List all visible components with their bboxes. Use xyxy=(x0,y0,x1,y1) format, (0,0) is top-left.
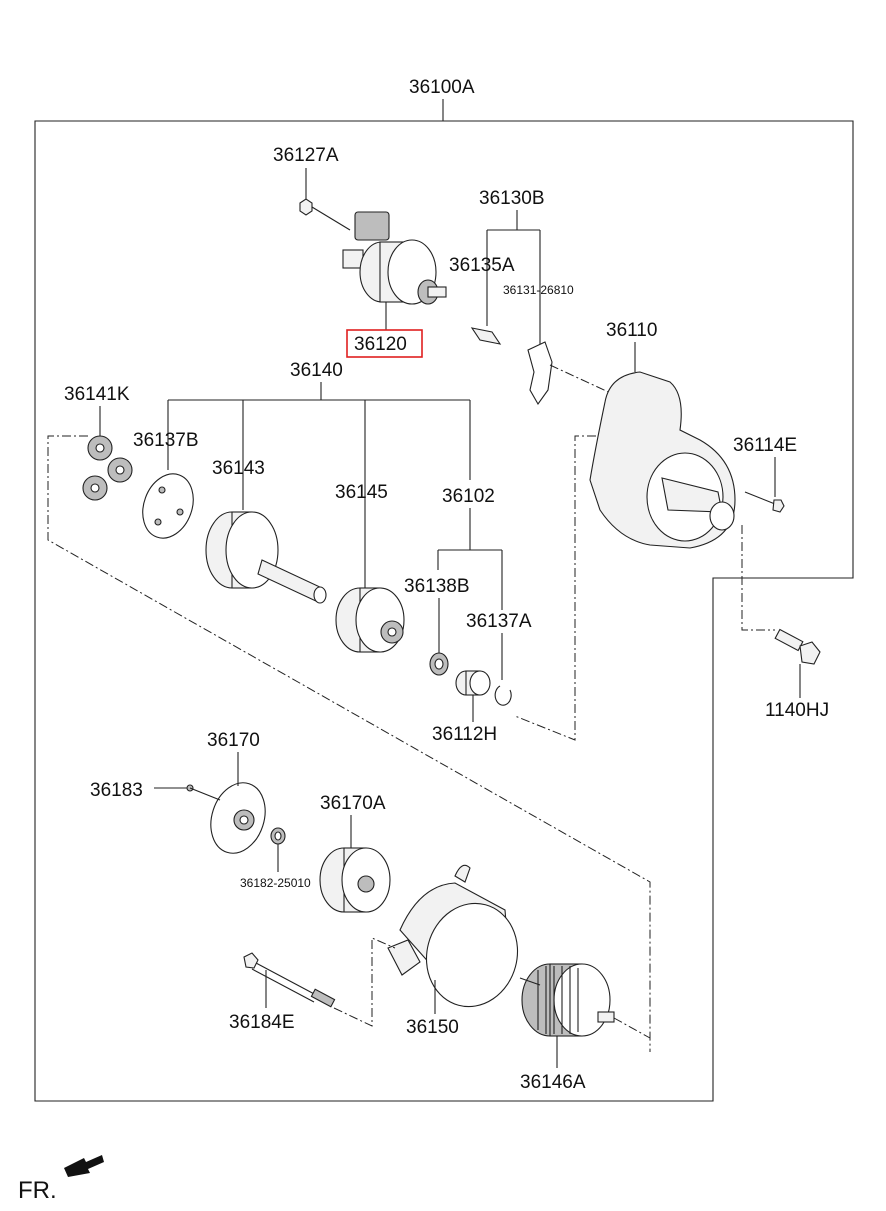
label-36127a: 36127A xyxy=(273,145,339,166)
front-direction-arrow-icon xyxy=(64,1155,104,1177)
bracket-36140 xyxy=(167,399,471,590)
bolt-36114e-part[interactable] xyxy=(744,491,785,513)
label-36131: 36131-26810 xyxy=(503,283,574,297)
label-36170a: 36170A xyxy=(320,793,386,814)
dash-armature-end xyxy=(613,1017,651,1039)
washer-36138b-part[interactable] xyxy=(429,652,449,676)
label-36100a: 36100A xyxy=(409,77,475,98)
label-36120[interactable]: 36120 xyxy=(354,334,407,355)
through-bolt-36184e-part[interactable] xyxy=(243,952,336,1008)
label-36130b: 36130B xyxy=(479,188,545,209)
label-36150: 36150 xyxy=(406,1017,459,1038)
assembly-boundary xyxy=(34,120,854,1102)
label-36145: 36145 xyxy=(335,482,388,503)
part-36131-shape[interactable] xyxy=(527,341,553,406)
label-36146a: 36146A xyxy=(520,1072,586,1093)
solenoid-part[interactable] xyxy=(342,211,447,305)
label-36137b: 36137B xyxy=(133,430,199,451)
bolt-36127a-part[interactable] xyxy=(299,198,351,231)
label-36114e: 36114E xyxy=(733,435,797,456)
highlight-box-36120 xyxy=(346,329,423,358)
dash-housing-1140hj xyxy=(741,525,775,631)
label-36140: 36140 xyxy=(290,360,343,381)
armature-36146a-part[interactable] xyxy=(519,963,615,1037)
screw-36183-part[interactable] xyxy=(186,784,221,801)
part-36135a-shape[interactable] xyxy=(470,327,502,345)
dash-through-bolt xyxy=(333,937,396,1027)
dash-36131-housing xyxy=(549,364,616,396)
label-36138b: 36138B xyxy=(404,576,470,597)
label-36182: 36182-25010 xyxy=(240,876,311,890)
bushing-36112h-part[interactable] xyxy=(455,670,491,696)
dash-housing-36112h xyxy=(514,435,596,741)
label-36184e: 36184E xyxy=(229,1012,295,1033)
shaft-36143-part[interactable] xyxy=(205,511,327,604)
label-36135a: 36135A xyxy=(449,255,515,276)
yoke-36150-part[interactable] xyxy=(387,864,529,1017)
label-36110: 36110 xyxy=(606,320,657,341)
dash-gear-group xyxy=(47,435,651,1052)
label-36170: 36170 xyxy=(207,730,260,751)
ring-36137a-part[interactable] xyxy=(494,685,512,706)
label-36137a: 36137A xyxy=(466,611,532,632)
bolt-1140hj-part[interactable] xyxy=(774,628,821,665)
bracket-36130b xyxy=(486,229,541,345)
clutch-36145-part[interactable] xyxy=(335,587,405,653)
label-36143: 36143 xyxy=(212,458,265,479)
brush-36170a-part[interactable] xyxy=(319,847,391,913)
plate-36137b-part[interactable] xyxy=(134,467,202,545)
washer-36182-part[interactable] xyxy=(270,827,286,845)
label-36102: 36102 xyxy=(442,486,495,507)
direction-label: FR. xyxy=(18,1177,57,1204)
label-36141k: 36141K xyxy=(64,384,130,405)
brush-holder-36170-part[interactable] xyxy=(202,776,274,861)
label-36183: 36183 xyxy=(90,780,143,801)
planet-gears-36141k-part[interactable] xyxy=(82,435,133,501)
label-36112h: 36112H xyxy=(432,724,497,745)
housing-36110-part[interactable] xyxy=(589,371,736,549)
label-1140hj: 1140HJ xyxy=(765,700,829,721)
